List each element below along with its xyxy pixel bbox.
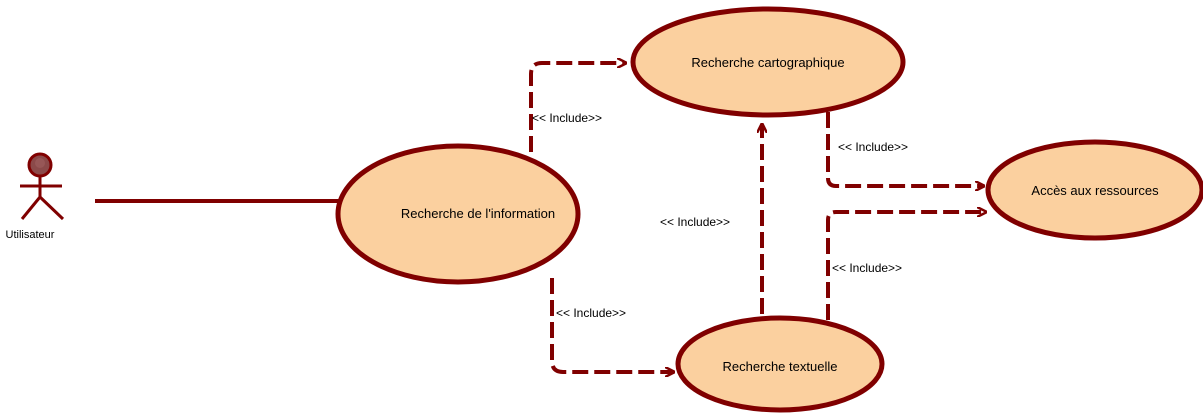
include-info-to-carto[interactable]: << Include>> <box>529 63 626 152</box>
include-label: << Include>> <box>660 215 730 229</box>
include-textuelle-to-carto[interactable]: << Include>> <box>660 124 762 314</box>
use-case-recherche-textuelle[interactable]: Recherche textuelle <box>675 315 885 413</box>
include-label: << Include>> <box>556 306 626 320</box>
actor-utilisateur[interactable]: Utilisateur <box>6 152 65 241</box>
use-case-label: Recherche textuelle <box>723 359 838 374</box>
include-info-to-textuelle[interactable]: << Include>> <box>550 278 674 372</box>
use-case-label: Recherche cartographique <box>691 55 844 70</box>
include-textuelle-to-acces[interactable]: << Include>> <box>826 212 986 320</box>
include-label: << Include>> <box>832 261 902 275</box>
use-case-recherche-information[interactable]: Recherche de l'information <box>335 143 581 285</box>
use-case-label: Accès aux ressources <box>1031 183 1159 198</box>
actor-label: Utilisateur <box>6 229 55 241</box>
include-label: << Include>> <box>838 140 908 154</box>
include-label: << Include>> <box>532 111 602 125</box>
use-case-label: Recherche de l'information <box>401 206 555 221</box>
stick-figure-icon <box>20 152 65 221</box>
use-case-recherche-cartographique[interactable]: Recherche cartographique <box>630 6 906 118</box>
use-case-acces-ressources[interactable]: Accès aux ressources <box>985 139 1203 241</box>
include-carto-to-acces[interactable]: << Include>> <box>826 112 984 186</box>
